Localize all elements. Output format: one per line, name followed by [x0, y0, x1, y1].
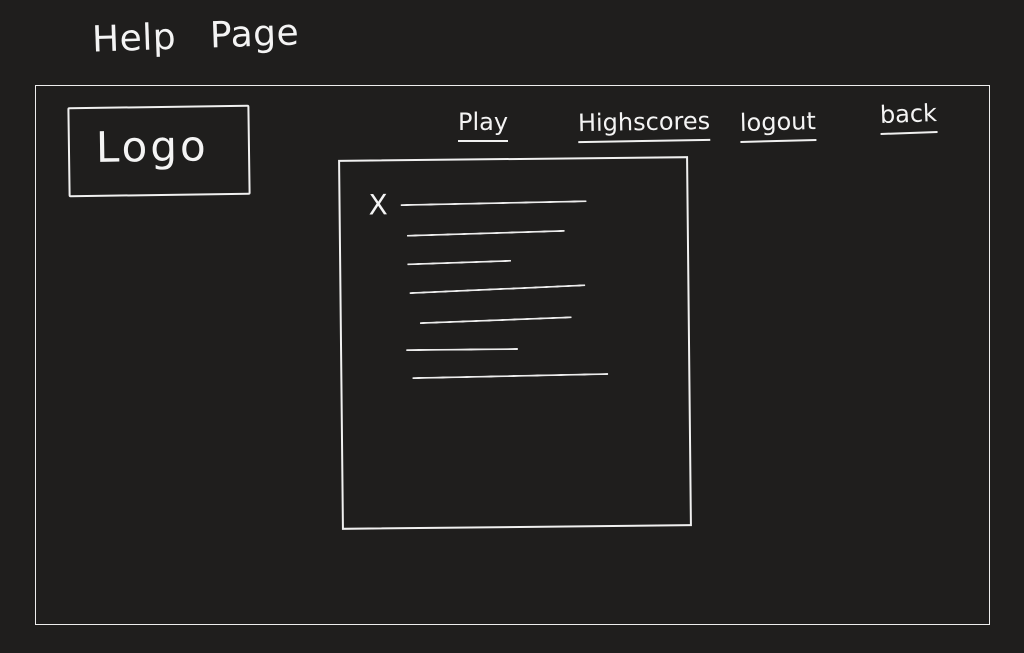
- app-window: [35, 85, 990, 625]
- help-text-placeholder-line: [409, 284, 586, 295]
- help-panel: X: [338, 156, 692, 530]
- logo: Logo: [67, 104, 251, 198]
- nav-link-logout[interactable]: logout: [739, 107, 817, 143]
- nav-link-back[interactable]: back: [879, 99, 938, 135]
- help-text-placeholder-line: [419, 316, 572, 325]
- help-text-placeholder-line: [407, 259, 512, 266]
- nav-link-highscores[interactable]: Highscores: [577, 106, 711, 144]
- help-text-placeholder-line: [406, 229, 565, 237]
- page-title: Help Page: [91, 12, 300, 61]
- help-text-placeholder-line: [412, 372, 609, 380]
- logo-text: Logo: [95, 121, 209, 172]
- help-text-placeholder-line: [400, 200, 587, 207]
- close-icon[interactable]: X: [368, 188, 388, 222]
- nav-link-play[interactable]: Play: [458, 108, 509, 142]
- help-text-placeholder-line: [406, 347, 519, 352]
